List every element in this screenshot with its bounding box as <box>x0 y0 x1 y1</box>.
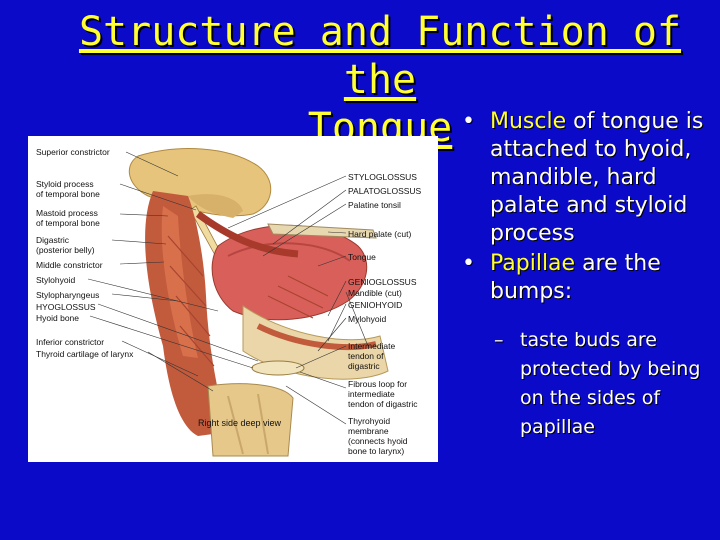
label-stylopharyngeus: Stylopharyngeus <box>36 290 100 300</box>
sub-bullet-text: taste buds are protected by being on the… <box>520 329 701 438</box>
highlight-muscle: Muscle <box>490 109 567 134</box>
sub-bullet-marker: – <box>494 329 504 351</box>
bullet-muscle: • Muscle of tongue is attached to hyoid,… <box>462 108 718 248</box>
label-intermediate-tendon: Intermediate tendon of digastric <box>348 341 396 371</box>
label-middle-constrictor: Middle constrictor <box>36 260 103 270</box>
figure-caption: Right side deep view <box>198 418 282 428</box>
label-palatoglossus: PALATOGLOSSUS <box>348 186 422 196</box>
label-genioglossus: GENIOGLOSSUS <box>348 277 417 287</box>
label-palatine-tonsil: Palatine tonsil <box>348 200 401 210</box>
label-mylohyoid: Mylohyoid <box>348 314 387 324</box>
label-styloid-process: Styloid process of temporal bone <box>36 179 100 199</box>
slide-title: Structure and Function of the Tongue <box>40 8 720 152</box>
label-hard-palate: Hard palate (cut) <box>348 229 412 239</box>
bullet-papillae-text: are the bumps: <box>490 251 661 304</box>
highlight-papillae: Papillae <box>490 251 576 276</box>
label-mastoid-process: Mastoid process of temporal bone <box>36 208 100 228</box>
bullet-marker: • <box>462 109 475 134</box>
label-digastric: Digastric (posterior belly) <box>36 235 95 255</box>
bullet-marker: • <box>462 251 475 276</box>
label-thyroid-cartilage: Thyroid cartilage of larynx <box>36 349 134 359</box>
label-tongue: Tongue <box>348 252 376 262</box>
bullet-muscle-text: of tongue is attached to hyoid, mandible… <box>490 109 704 246</box>
label-thyrohyoid-membrane: Thyrohyoid membrane (connects hyoid bone… <box>348 416 408 456</box>
label-hyoglossus: HYOGLOSSUS <box>36 302 96 312</box>
label-geniohyoid: GENIOHYOID <box>348 300 403 310</box>
label-superior-constrictor: Superior constrictor <box>36 147 110 157</box>
label-hyoid-bone: Hyoid bone <box>36 313 80 323</box>
anatomy-illustration <box>87 148 389 457</box>
label-inferior-constrictor: Inferior constrictor <box>36 337 105 347</box>
tongue-anatomy-figure: Superior constrictor Styloid process of … <box>28 136 438 462</box>
bullet-list: • Muscle of tongue is attached to hyoid,… <box>462 108 718 442</box>
title-line-1: Structure and Function of the <box>78 9 682 103</box>
bullet-papillae: • Papillae are the bumps: <box>462 250 718 306</box>
label-mandible: Mandible (cut) <box>348 288 402 298</box>
label-fibrous-loop: Fibrous loop for intermediate tendon of … <box>348 379 418 409</box>
label-stylohyoid: Stylohyoid <box>36 275 76 285</box>
sub-bullet-taste-buds: – taste buds are protected by being on t… <box>462 326 718 442</box>
label-styloglossus: STYLOGLOSSUS <box>348 172 417 182</box>
